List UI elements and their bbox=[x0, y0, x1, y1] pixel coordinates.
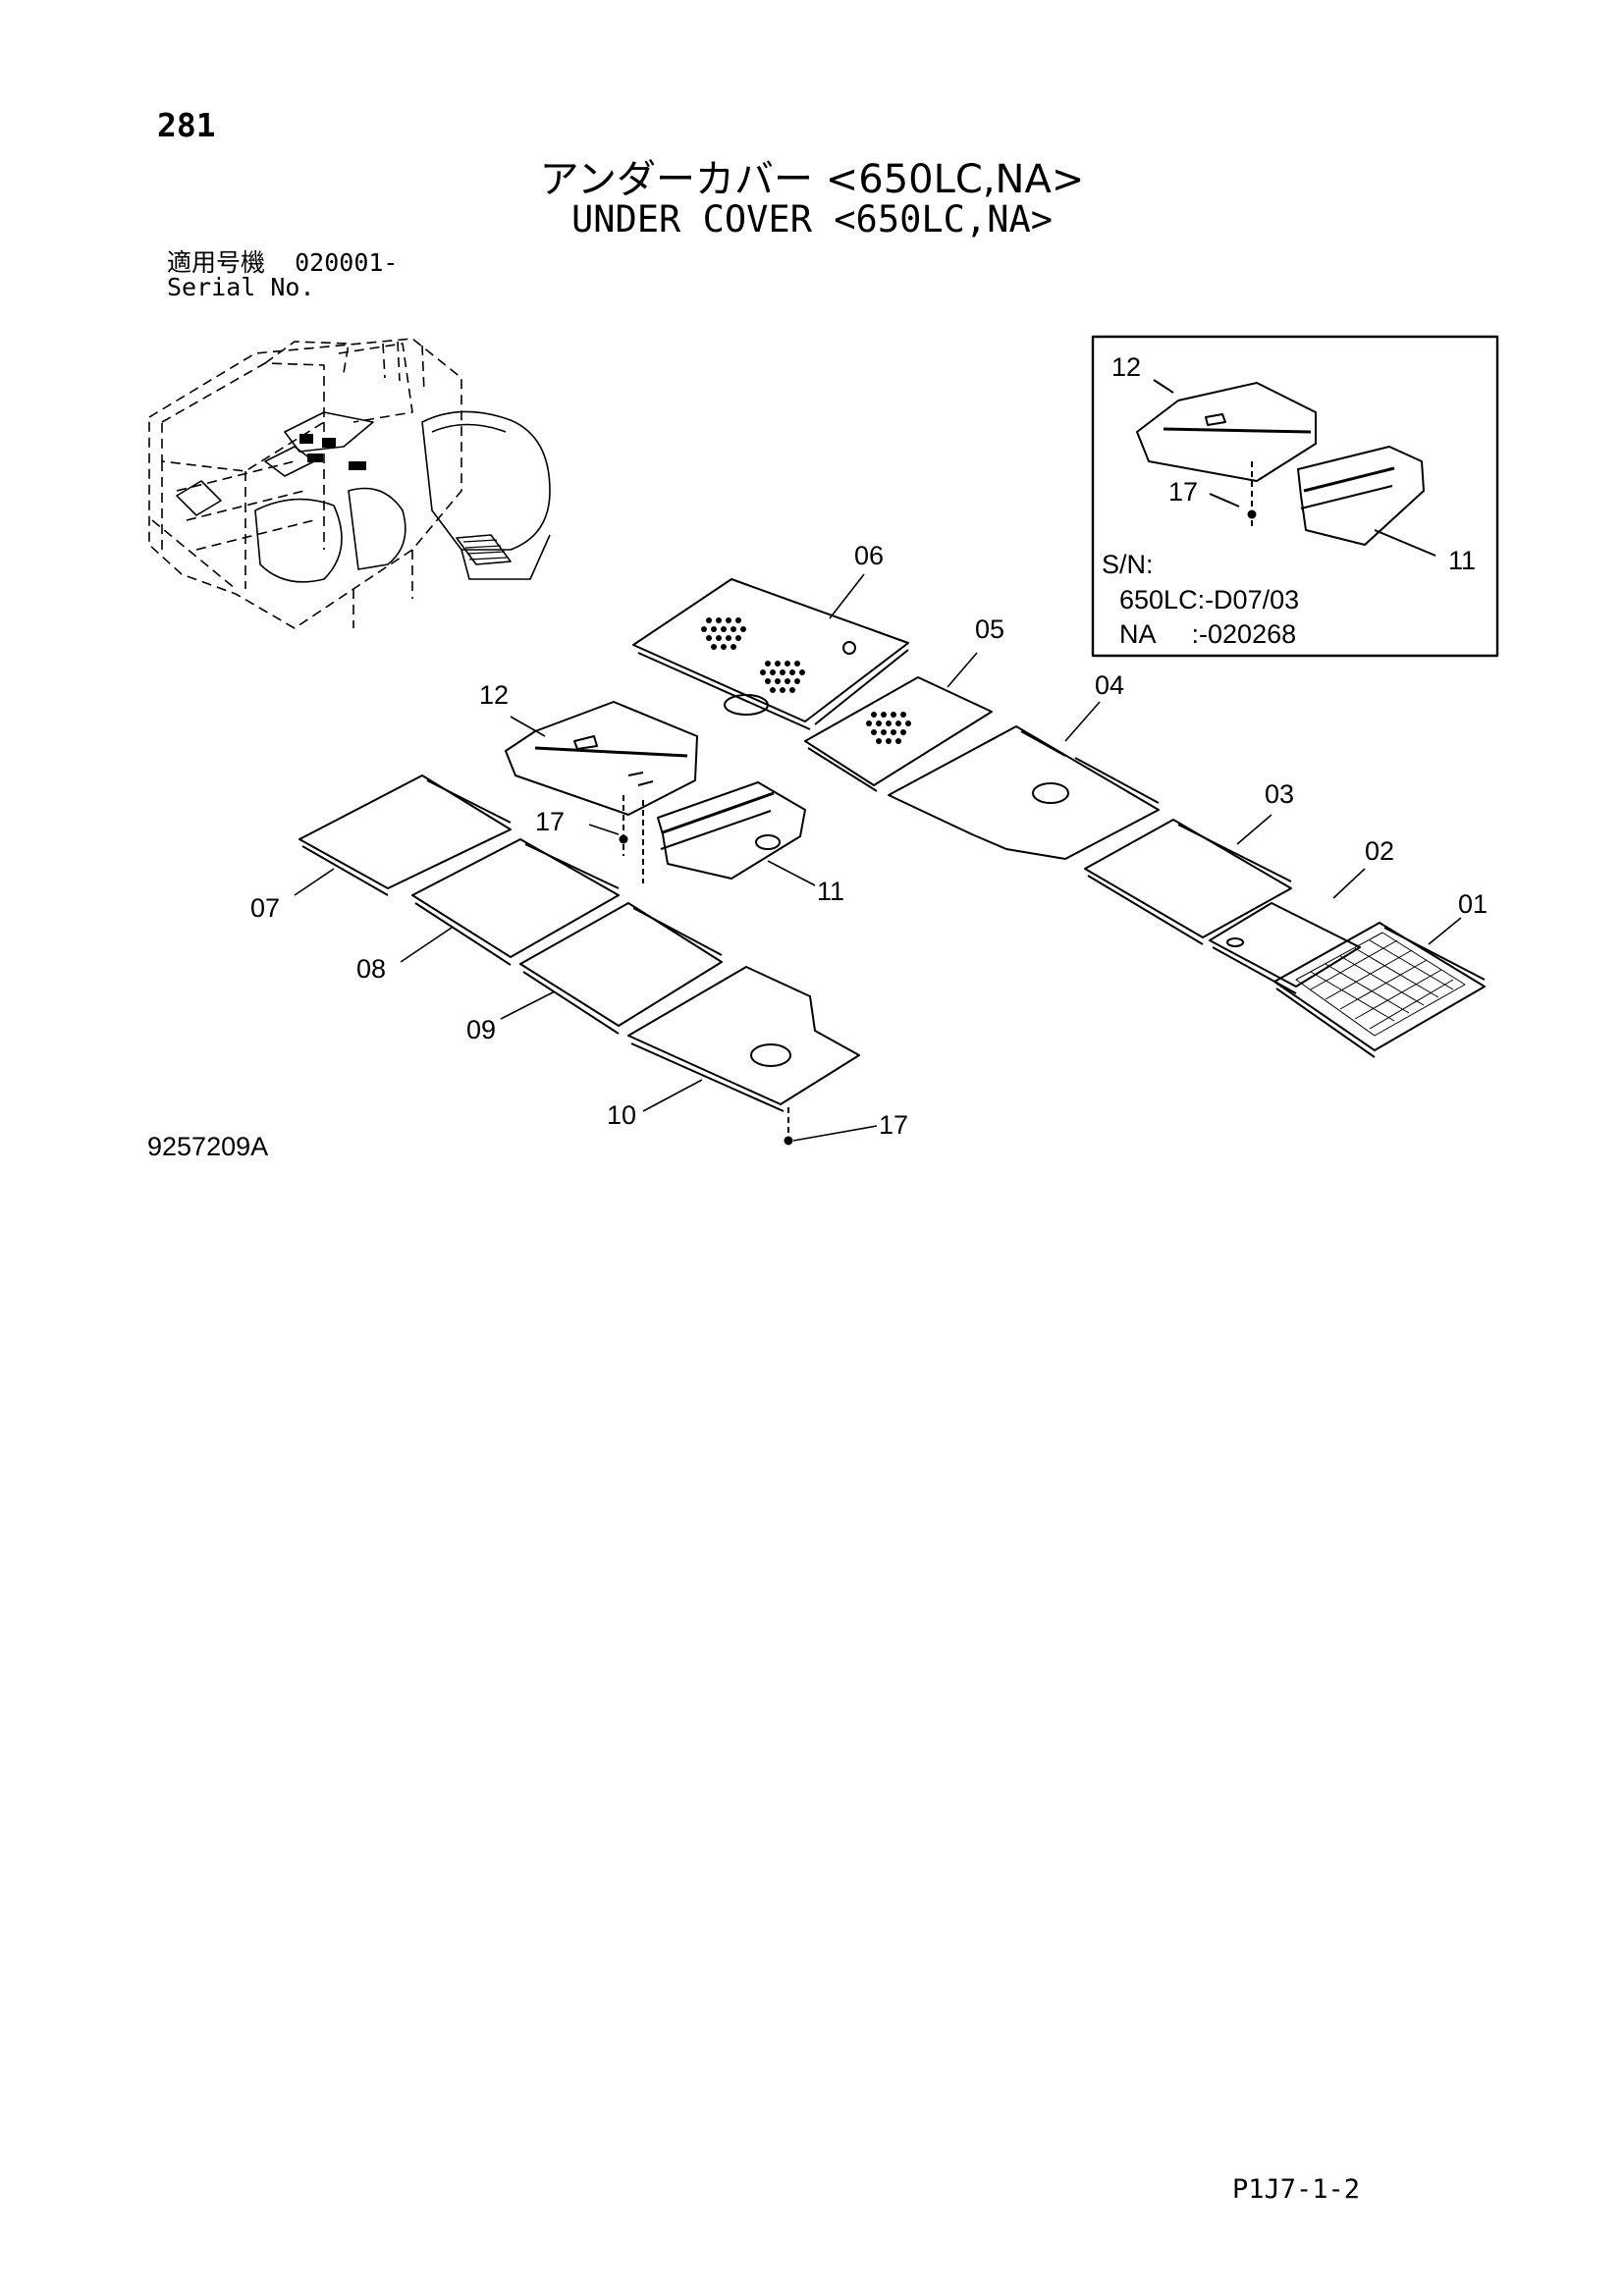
serial-label-english: Serial No. bbox=[167, 273, 315, 301]
part-04-cover bbox=[888, 725, 1160, 860]
part-09-cover bbox=[519, 902, 723, 1035]
serial-number-block: 適用号機 020001- Serial No. bbox=[167, 250, 398, 299]
serial-label-japanese: 適用号機 bbox=[167, 248, 266, 277]
part-03-cover bbox=[1084, 819, 1292, 945]
inset-applicability-na: NA :-020268 bbox=[1119, 619, 1296, 649]
page-title-japanese: アンダーカバー <650LC,NA> bbox=[539, 157, 1085, 202]
inset-box bbox=[1091, 335, 1499, 658]
figure-code: 9257209A bbox=[147, 1132, 269, 1161]
callout-09: 09 bbox=[466, 1015, 496, 1044]
callout-01: 01 bbox=[1458, 889, 1488, 919]
part-11-cover bbox=[657, 781, 806, 880]
inset-sn-label: S/N: bbox=[1102, 550, 1154, 579]
inset-callout-17: 17 bbox=[1168, 477, 1198, 507]
part-08-cover bbox=[411, 838, 620, 966]
inset-callout-11: 11 bbox=[1448, 546, 1476, 575]
callout-17-upper: 17 bbox=[535, 807, 565, 836]
part-05-hole-pattern bbox=[866, 712, 911, 744]
part-05-cover bbox=[804, 676, 993, 792]
part-02-cover bbox=[1209, 902, 1361, 994]
callout-06: 06 bbox=[854, 541, 884, 570]
inset-callout-12: 12 bbox=[1111, 352, 1141, 382]
part-01-mesh bbox=[1310, 939, 1454, 1030]
page-code: P1J7-1-2 bbox=[1232, 2174, 1361, 2205]
part-10-cover bbox=[627, 966, 860, 1112]
callout-08: 08 bbox=[356, 954, 386, 984]
part-06-cover bbox=[632, 578, 909, 730]
callout-05: 05 bbox=[975, 614, 1004, 644]
machine-overview-drawing bbox=[148, 338, 551, 629]
callout-17-lower: 17 bbox=[879, 1110, 908, 1140]
part-17-bolt-lower bbox=[784, 1107, 793, 1146]
inset-applicability-650lc: 650LC:-D07/03 bbox=[1119, 585, 1299, 614]
part-17-bolt-upper bbox=[619, 795, 644, 883]
callout-10: 10 bbox=[607, 1100, 636, 1130]
callout-07: 07 bbox=[250, 893, 280, 923]
callout-03: 03 bbox=[1265, 779, 1294, 809]
part-06-hole-pattern bbox=[701, 617, 805, 693]
part-07-cover bbox=[298, 774, 512, 896]
callout-12: 12 bbox=[479, 680, 509, 710]
serial-range: 020001- bbox=[295, 248, 399, 277]
callout-11: 11 bbox=[817, 877, 844, 906]
page-number: 281 bbox=[157, 106, 216, 144]
page-title-english: UNDER COVER <650LC,NA> bbox=[570, 198, 1054, 240]
part-12-cover bbox=[505, 701, 698, 816]
part-01-grille bbox=[1273, 922, 1486, 1058]
callout-02: 02 bbox=[1365, 836, 1394, 866]
callout-04: 04 bbox=[1095, 670, 1124, 700]
callout-leader-lines bbox=[294, 573, 1462, 1142]
